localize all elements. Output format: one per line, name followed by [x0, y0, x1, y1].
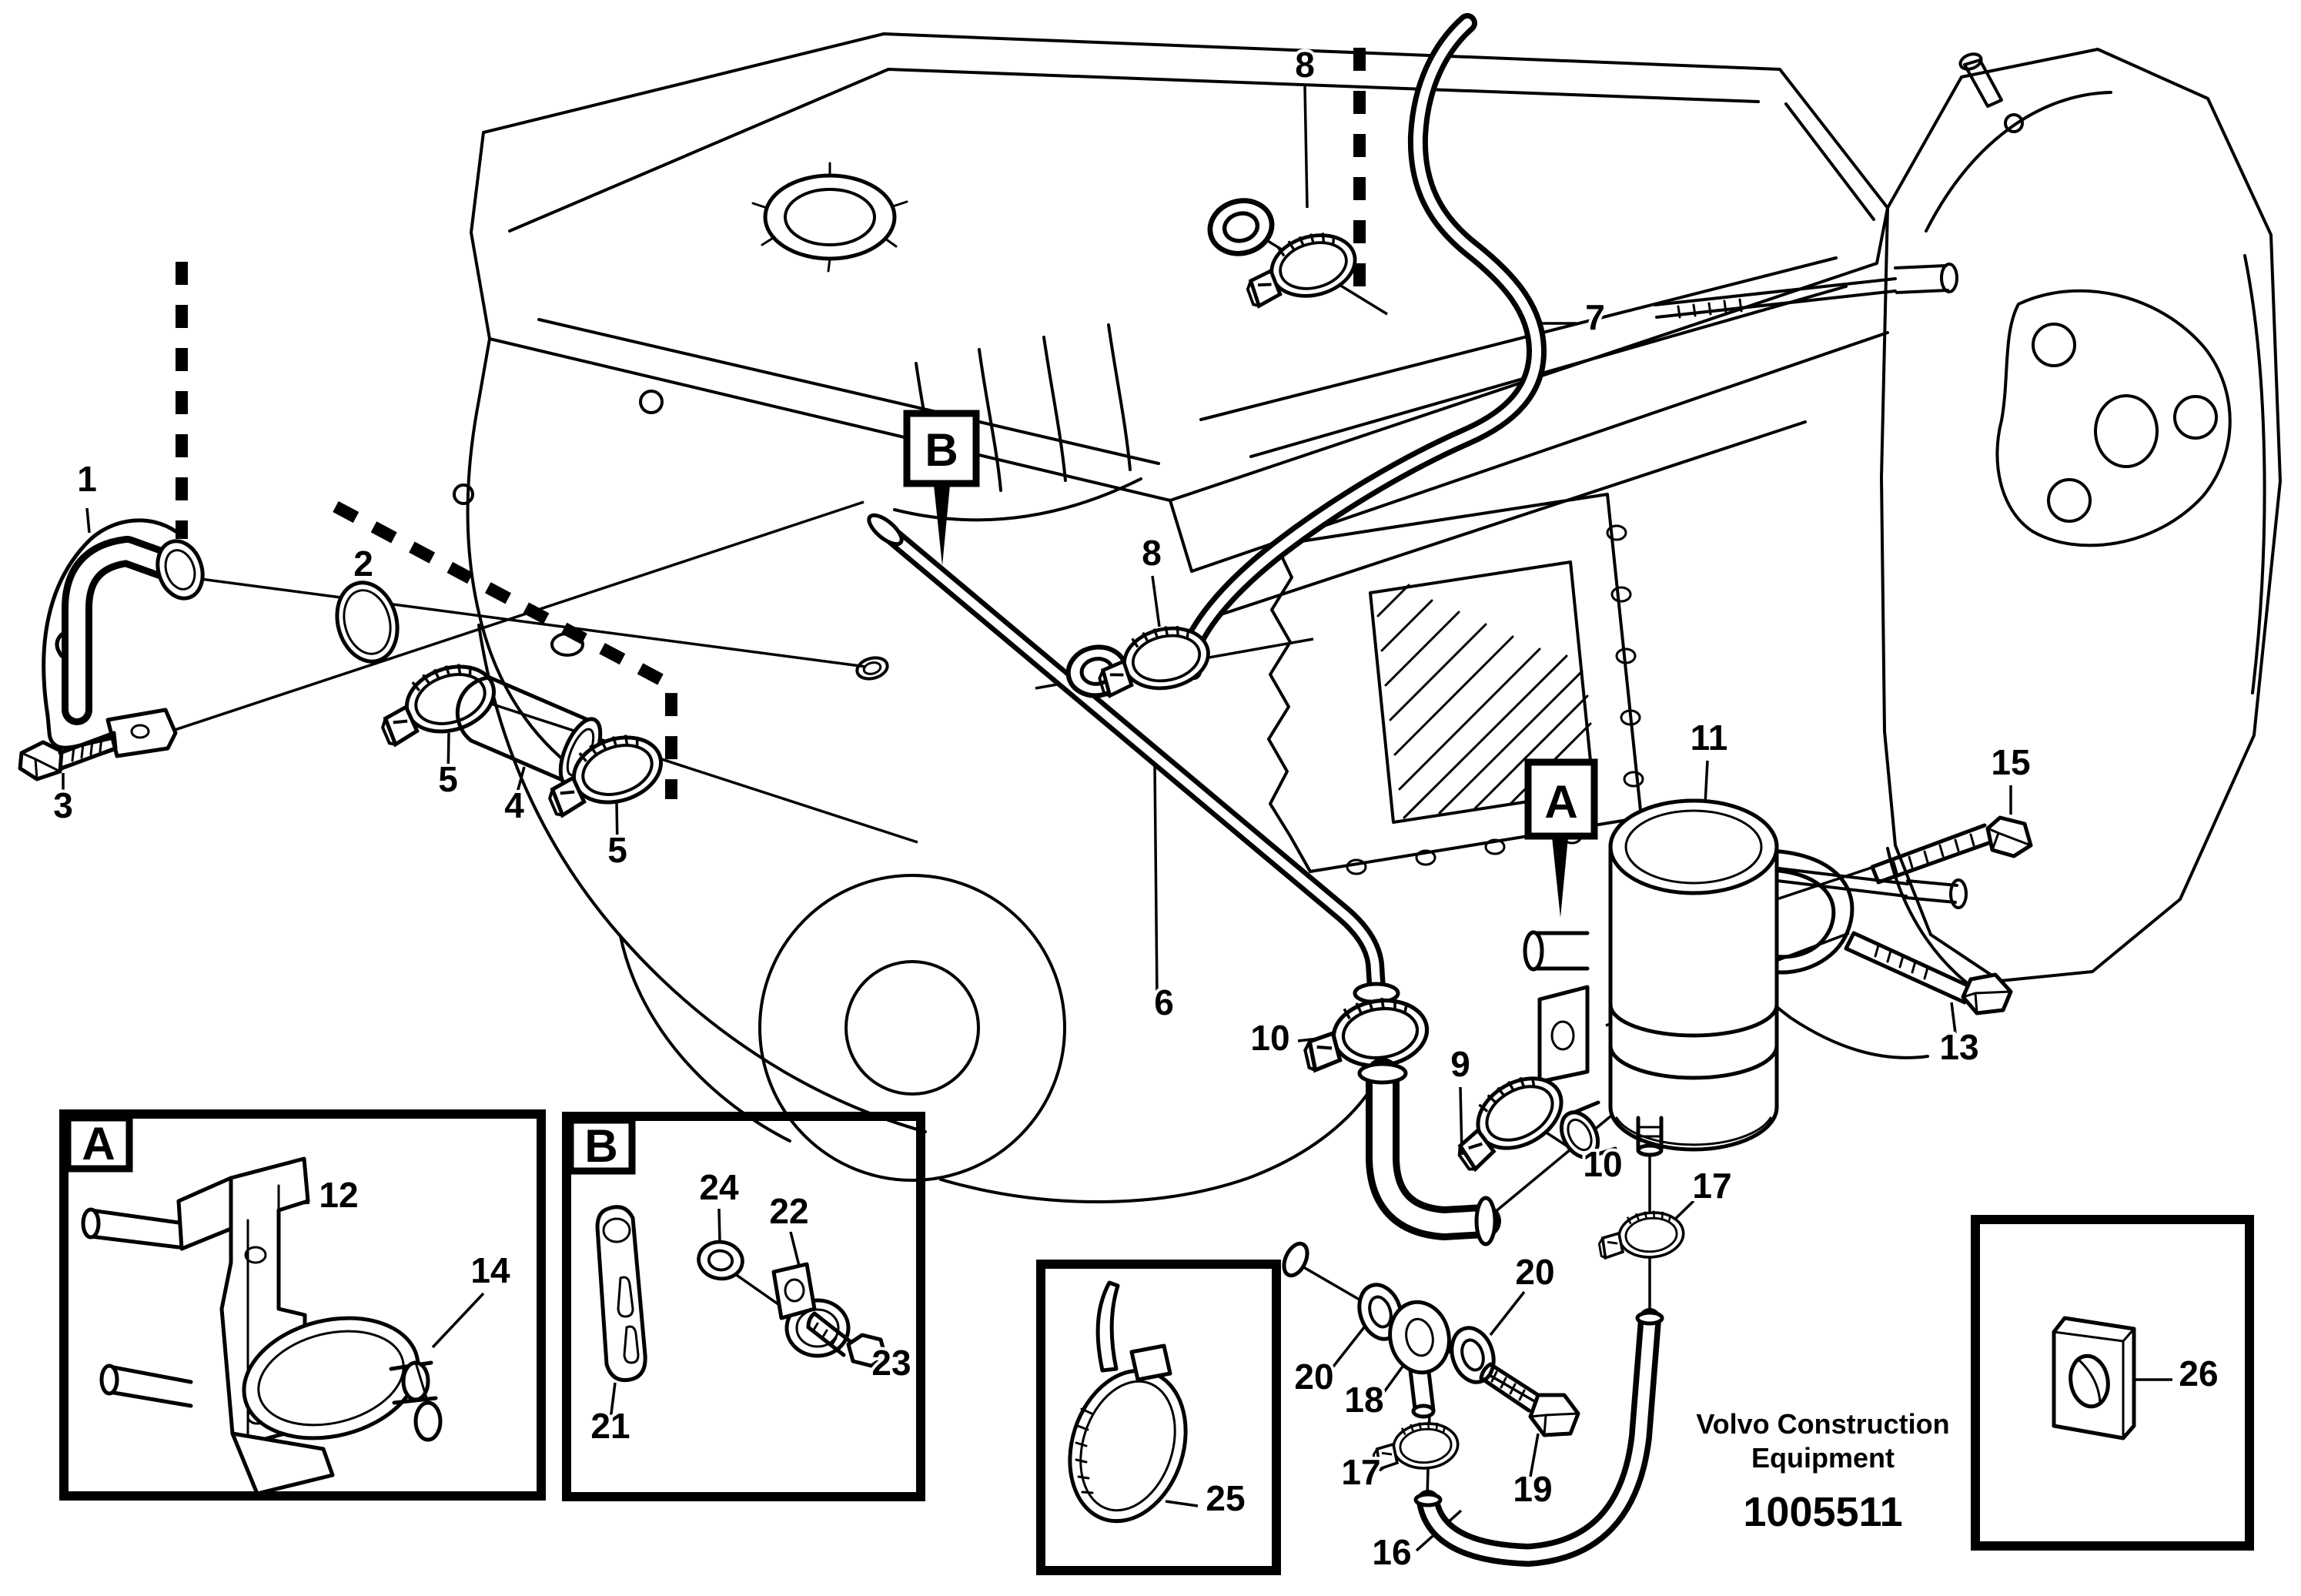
- part-17-clamp-right: [1595, 1206, 1687, 1263]
- part-label-10: 10: [1583, 1144, 1622, 1184]
- part-label-2: 2: [353, 544, 373, 584]
- part-label-9: 9: [1450, 1044, 1470, 1084]
- detail-box-b: B: [562, 1112, 925, 1501]
- part-12-bracket: [81, 1156, 335, 1496]
- cable-tie-box: [1036, 1260, 1281, 1575]
- part-label-10: 10: [1250, 1018, 1289, 1058]
- part-label-3: 3: [53, 785, 73, 825]
- part-label-19: 19: [1513, 1469, 1552, 1509]
- oil-cooler-plate: [1267, 263, 1968, 909]
- leader-line: [1950, 1002, 1957, 1034]
- leader-line: [1151, 575, 1161, 627]
- leader-line: [717, 1208, 721, 1242]
- figure-number: 1005511: [1743, 1489, 1902, 1535]
- part-drain-plug-tip: [1282, 1241, 1309, 1278]
- hose-7-breather-hose: [1172, 13, 1547, 681]
- part-label-21: 21: [590, 1406, 630, 1446]
- leader-line: [1529, 1433, 1540, 1477]
- part-23-bolt: [806, 1311, 888, 1368]
- part-19-bolt: [1479, 1362, 1580, 1437]
- part-18-drain-nipple: [1388, 1300, 1451, 1419]
- part-label-5: 5: [607, 830, 627, 870]
- part-label-20: 20: [1294, 1357, 1333, 1397]
- leader-line: [513, 766, 526, 805]
- part-label-12: 12: [319, 1175, 358, 1215]
- leader-line: [1153, 763, 1159, 998]
- part-label-5: 5: [438, 759, 458, 799]
- valve-cover: [470, 32, 1889, 502]
- part-label-17: 17: [1692, 1166, 1731, 1206]
- part-8-seal-ring-top: [1204, 194, 1278, 260]
- part-label-1: 1: [77, 459, 97, 499]
- part-25-cable-tie: [1068, 1280, 1188, 1524]
- marker-a-letter: A: [1544, 776, 1577, 828]
- part-label-8: 8: [1295, 45, 1315, 85]
- part-label-18: 18: [1344, 1380, 1383, 1420]
- leader-line: [1329, 1326, 1366, 1372]
- part-label-11: 11: [1691, 718, 1728, 758]
- part-5-hose-clamp-a: [370, 654, 502, 751]
- part-label-16: 16: [1372, 1532, 1411, 1572]
- part-label-22: 22: [769, 1191, 808, 1231]
- part-label-26: 26: [2179, 1353, 2218, 1394]
- part-22-p-clip: [771, 1262, 851, 1358]
- part-label-20: 20: [1515, 1252, 1554, 1292]
- part-label-24: 24: [699, 1167, 739, 1207]
- part-label-14: 14: [470, 1250, 510, 1290]
- hose-6-vent-pipe: [867, 513, 1400, 1005]
- brand-line-2: Equipment: [1751, 1442, 1895, 1474]
- part-14-band-clamp: [242, 1316, 443, 1442]
- part-26-nut-plate: [2052, 1316, 2136, 1440]
- part-13-bolt: [1844, 931, 2013, 1015]
- detail-a-corner-letter: A: [82, 1118, 115, 1169]
- leader-line: [1489, 1290, 1526, 1337]
- marker-b: B: [903, 410, 980, 566]
- part-label-13: 13: [1939, 1027, 1978, 1067]
- marker-b-letter: B: [925, 424, 958, 476]
- leader-line: [85, 507, 91, 534]
- part-10-hose-clamp-left: [1299, 992, 1431, 1076]
- leader-line: [176, 574, 867, 668]
- part-label-23: 23: [871, 1343, 911, 1383]
- nut-plate-box: [1971, 1215, 2254, 1551]
- leader-line: [431, 1292, 485, 1349]
- leader-line: [62, 500, 865, 768]
- part-label-15: 15: [1991, 742, 2030, 782]
- part-number-labels: 1235456788910101113151617171819202012142…: [50, 42, 2221, 1575]
- leader-line: [446, 732, 450, 778]
- part-label-8: 8: [1142, 533, 1162, 573]
- figure-caption: Volvo Construction Equipment 1005511: [1696, 1408, 1949, 1535]
- marker-a: A: [1524, 758, 1598, 918]
- detail-b-corner-letter: B: [584, 1120, 617, 1172]
- part-11-oil-trap-canister: [1523, 798, 1855, 1159]
- leader-line: [609, 1382, 617, 1420]
- part-17-clamp-left: [1370, 1417, 1461, 1474]
- leader-line: [1380, 1360, 1408, 1397]
- part-label-17: 17: [1341, 1452, 1380, 1492]
- flywheel-housing: [1880, 48, 2282, 982]
- part-label-25: 25: [1206, 1478, 1245, 1518]
- part-label-4: 4: [504, 785, 524, 825]
- part-1-elbow-pipe: [42, 518, 205, 758]
- part-2-o-ring: [335, 581, 400, 664]
- part-3-bolt: [18, 731, 118, 781]
- detail-box-a: A: [59, 1109, 546, 1501]
- part-15-bolt: [1870, 815, 2033, 885]
- part-label-7: 7: [1585, 297, 1605, 337]
- part-9-elbow-hose: [1357, 1058, 1501, 1246]
- part-16-drain-hose: [1413, 1308, 1664, 1567]
- part-label-6: 6: [1154, 982, 1174, 1022]
- part-21-strap: [595, 1205, 647, 1383]
- leader-line: [1165, 1500, 1199, 1507]
- leader-line: [1303, 85, 1309, 209]
- brand-line-1: Volvo Construction: [1696, 1408, 1949, 1440]
- leader-line: [419, 679, 918, 844]
